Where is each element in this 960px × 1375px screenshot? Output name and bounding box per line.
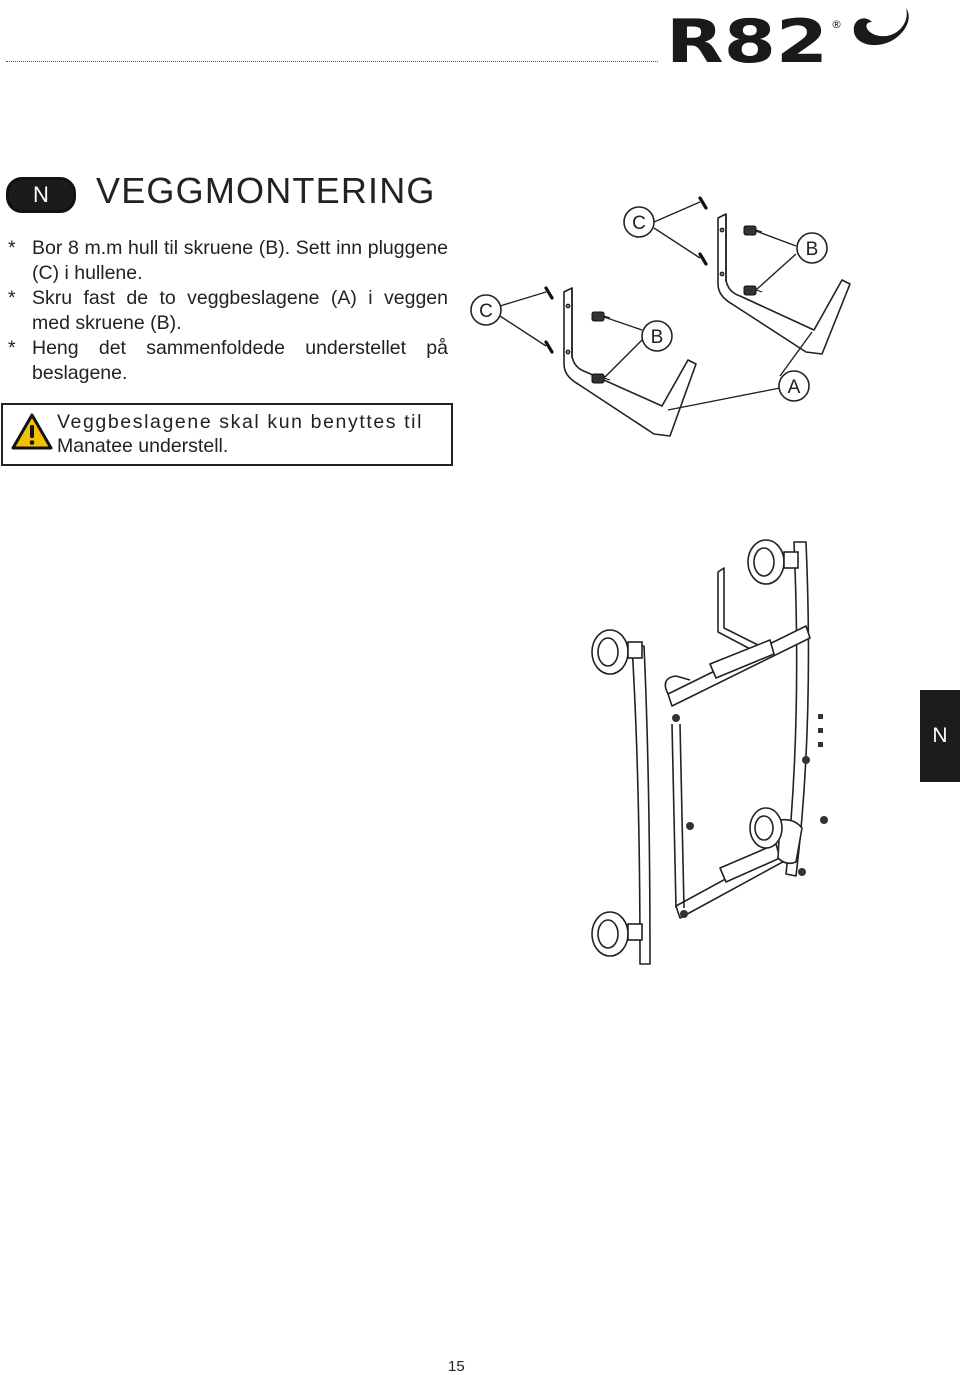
callout-b-right: B <box>796 232 828 264</box>
callout-c-top: C <box>623 206 655 238</box>
wheel-top-left-icon <box>591 629 643 675</box>
warning-box: Veggbeslagene skal kun benyttes til Mana… <box>1 403 453 466</box>
instruction-step: * Bor 8 m.m hull til skruene (B). Sett i… <box>8 236 448 286</box>
screw-icon <box>743 225 763 236</box>
logo-text: R82 <box>666 7 828 68</box>
wall-bracket-diagram: C C B B A <box>470 196 851 437</box>
wall-bracket-back <box>717 213 851 355</box>
screw-icon <box>743 285 763 296</box>
step-text: Heng det sammenfoldede understellet på b… <box>32 337 448 384</box>
screw-icon <box>591 373 611 384</box>
warning-triangle-icon <box>11 413 53 450</box>
instruction-step: * Heng det sammenfoldede understellet på… <box>8 336 448 386</box>
wheel-mid-icon <box>749 807 783 849</box>
wall-bracket-front <box>563 287 697 437</box>
language-badge: N <box>6 177 76 213</box>
page-title: VEGGMONTERING <box>96 170 436 211</box>
frame-handle <box>664 675 691 695</box>
instruction-step: * Skru fast de to veggbeslagene (A) i ve… <box>8 286 448 336</box>
instruction-list: * Bor 8 m.m hull til skruene (B). Sett i… <box>8 236 448 386</box>
language-side-tab: N <box>920 690 960 782</box>
header-dotted-rule <box>6 61 658 62</box>
step-text: Skru fast de to veggbeslagene (A) i vegg… <box>32 287 448 334</box>
svg-text:A: A <box>788 377 801 398</box>
svg-text:B: B <box>651 327 664 348</box>
callout-c-left: C <box>470 294 502 326</box>
frame-mid-bar <box>671 723 685 909</box>
step-bullet: * <box>8 337 16 359</box>
logo-swoosh-icon <box>853 8 909 46</box>
wheel-bottom-left-icon <box>591 911 643 957</box>
wheel-top-right-icon <box>747 539 799 585</box>
step-bullet: * <box>8 287 16 309</box>
svg-text:C: C <box>479 301 493 322</box>
page-number: 15 <box>448 1358 465 1375</box>
registered-mark: ® <box>831 18 842 31</box>
frame-right-tube <box>785 541 810 877</box>
wall-plug-icon <box>698 196 708 210</box>
callout-b-left: B <box>641 320 673 352</box>
r82-logo: R82 ® <box>666 7 909 68</box>
step-bullet: * <box>8 237 16 259</box>
step-text: Bor 8 m.m hull til skruene (B). Sett inn… <box>32 237 448 284</box>
warning-line-2: Manatee understell. <box>57 435 229 457</box>
warning-line-1: Veggbeslagene skal kun benyttes til <box>57 411 424 433</box>
hanging-bracket <box>717 567 761 653</box>
wall-plug-icon <box>544 286 554 300</box>
screw-icon <box>591 311 611 322</box>
callout-a: A <box>778 370 810 402</box>
warning-text: Veggbeslagene skal kun benyttes til Mana… <box>57 410 445 458</box>
wall-plug-icon <box>544 340 554 354</box>
svg-text:C: C <box>632 213 646 234</box>
frame-left-tube <box>631 645 651 965</box>
svg-text:B: B <box>806 239 819 260</box>
wall-plug-icon <box>698 252 708 266</box>
folded-frame-illustration <box>591 539 828 965</box>
